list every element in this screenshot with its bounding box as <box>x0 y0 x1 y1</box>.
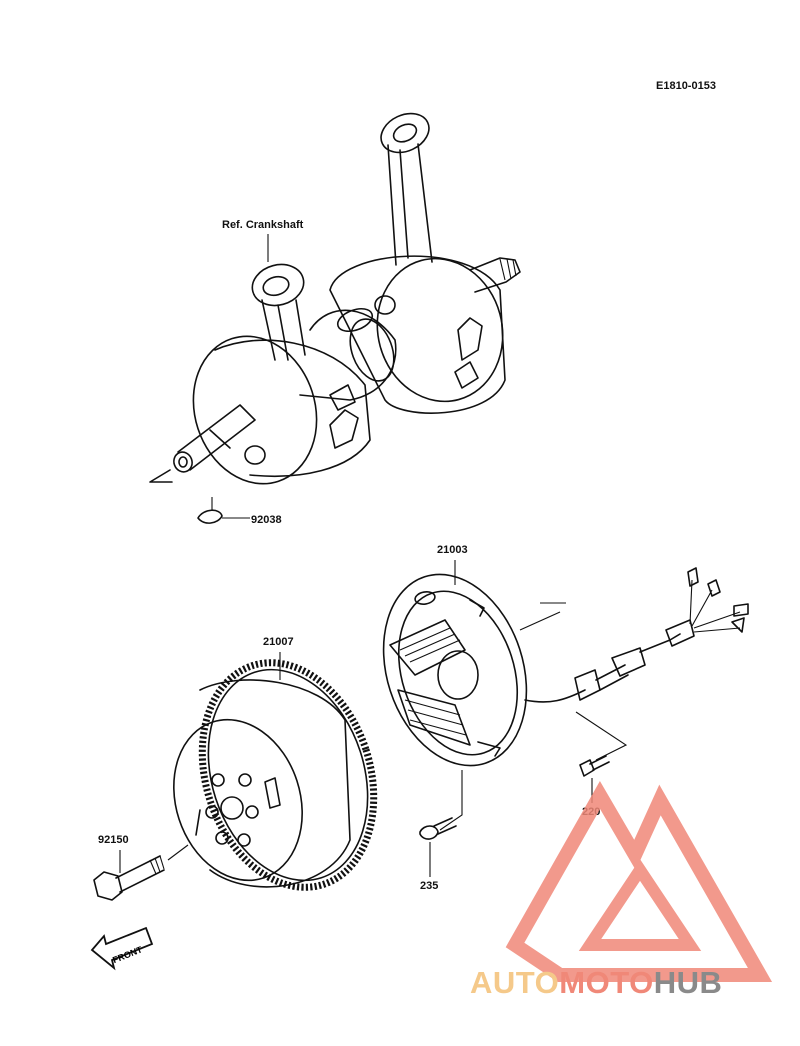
stator-coil-upper <box>389 619 466 676</box>
watermark-auto: AUTO <box>470 965 559 1000</box>
crankpin <box>299 307 397 401</box>
rear-crank-web <box>329 255 506 414</box>
label-235: 235 <box>420 880 438 892</box>
rear-connecting-rod <box>380 112 433 266</box>
watermark-text: AUTOMOTOHUB <box>470 965 722 1000</box>
screw-235 <box>419 770 463 877</box>
label-92150: 92150 <box>98 834 129 846</box>
flywheel-rotor <box>173 659 378 891</box>
screw-220 <box>575 711 628 803</box>
stator-coil-lower <box>397 689 471 746</box>
label-21003: 21003 <box>437 544 468 556</box>
watermark-moto: MOTO <box>559 965 653 1000</box>
diagram-code: E1810-0153 <box>656 80 716 92</box>
stator-plate <box>382 573 566 767</box>
flywheel-bolt <box>93 844 189 901</box>
label-21007: 21007 <box>263 636 294 648</box>
front-direction-arrow: FRONT <box>90 926 154 971</box>
watermark-hub: HUB <box>654 965 723 1000</box>
crankshaft-drawing: Ref. Crankshaft <box>149 112 521 485</box>
automotohub-watermark-logo <box>505 780 773 982</box>
crankshaft-threaded-end <box>469 257 521 293</box>
woodruff-key <box>197 497 250 524</box>
ref-crankshaft-label: Ref. Crankshaft <box>222 219 304 231</box>
front-crank-web <box>192 335 371 485</box>
stator-wiring-harness <box>524 567 749 703</box>
crankshaft-tapered-end <box>173 404 256 473</box>
label-92038: 92038 <box>251 514 282 526</box>
